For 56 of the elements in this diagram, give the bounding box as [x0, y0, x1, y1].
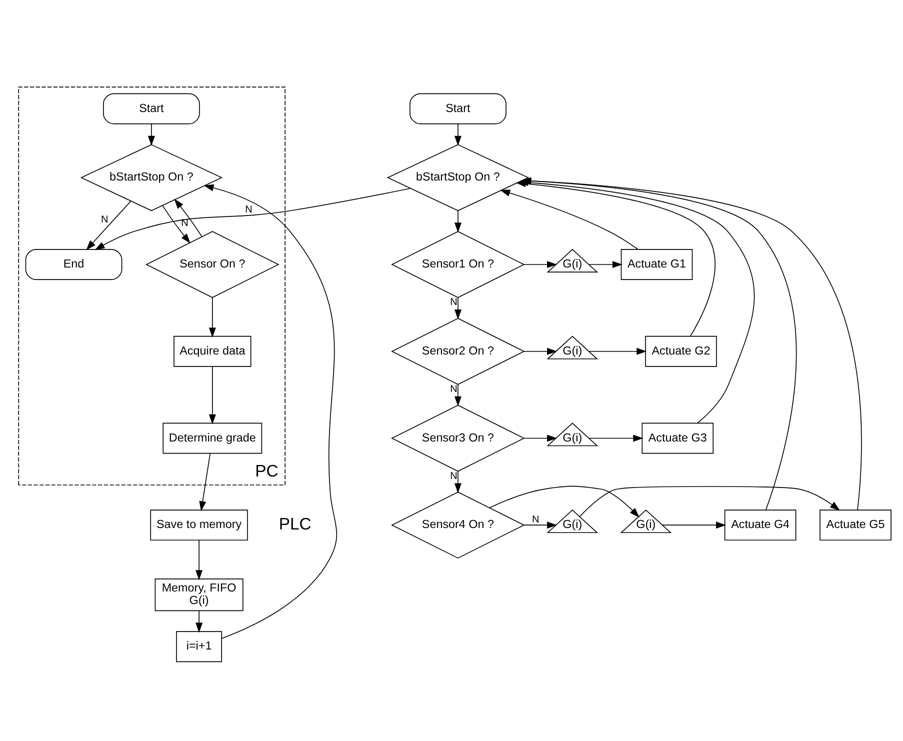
node-box: Actuate G3 [642, 422, 714, 454]
arrow [588, 347, 647, 354]
label: PLC [278, 514, 312, 533]
edge-label: N [245, 204, 252, 215]
node-box: Actuate G1 [620, 248, 693, 280]
arrow [524, 347, 558, 354]
arrow [204, 184, 338, 638]
arrow [521, 176, 797, 510]
edge-label: N [450, 296, 458, 308]
arrow [524, 521, 558, 528]
arrow [148, 122, 155, 146]
edge-label: N [181, 217, 188, 228]
edge-label: N [450, 383, 458, 394]
arrow [454, 296, 462, 320]
node-box: Memory, FIFO G(i) [154, 578, 244, 611]
node-diamond: Sensor On ? [146, 230, 280, 298]
arrow [454, 384, 462, 406]
arrow [662, 521, 726, 528]
arrow [588, 260, 622, 268]
arrow [454, 122, 462, 146]
node-box: Determine grade [162, 422, 262, 454]
arrow [588, 434, 644, 442]
arrow [162, 204, 190, 244]
arrow [174, 198, 202, 236]
arrow [199, 452, 211, 511]
arrow [489, 485, 640, 518]
node-box: Start [103, 92, 200, 124]
edge-label: N [450, 470, 458, 482]
node-box: Save to memory [150, 509, 248, 540]
arrow [196, 539, 203, 580]
node-diamond: Sensor2 On ? [391, 317, 525, 384]
arrow [579, 486, 840, 517]
node-box: Acquire data [174, 335, 252, 366]
arrow [454, 210, 462, 232]
edge-label: N [532, 514, 540, 525]
node-box: Actuate G5 [820, 509, 892, 540]
node-diamond: Sensor4 On ? [391, 491, 525, 558]
node-box: Start [410, 92, 506, 124]
node-box: Actuate G4 [724, 509, 796, 540]
arrow [524, 434, 558, 442]
arrow [524, 260, 558, 268]
arrow [521, 176, 862, 510]
node-diamond: bStartStop On ? [80, 144, 223, 211]
arrow [500, 189, 638, 250]
arrow [86, 200, 132, 250]
node-diamond: Sensor1 On ? [391, 230, 525, 298]
node-box: Actuate G2 [645, 335, 717, 366]
arrow [94, 187, 411, 250]
node-box: i=i+1 [176, 630, 222, 662]
node-diamond: Sensor3 On ? [391, 404, 525, 472]
node-box: End [25, 248, 122, 280]
arrow [454, 470, 462, 493]
arrow [208, 296, 216, 338]
arrow [208, 366, 216, 424]
arrow [196, 610, 203, 632]
edge-label: N [101, 214, 108, 225]
